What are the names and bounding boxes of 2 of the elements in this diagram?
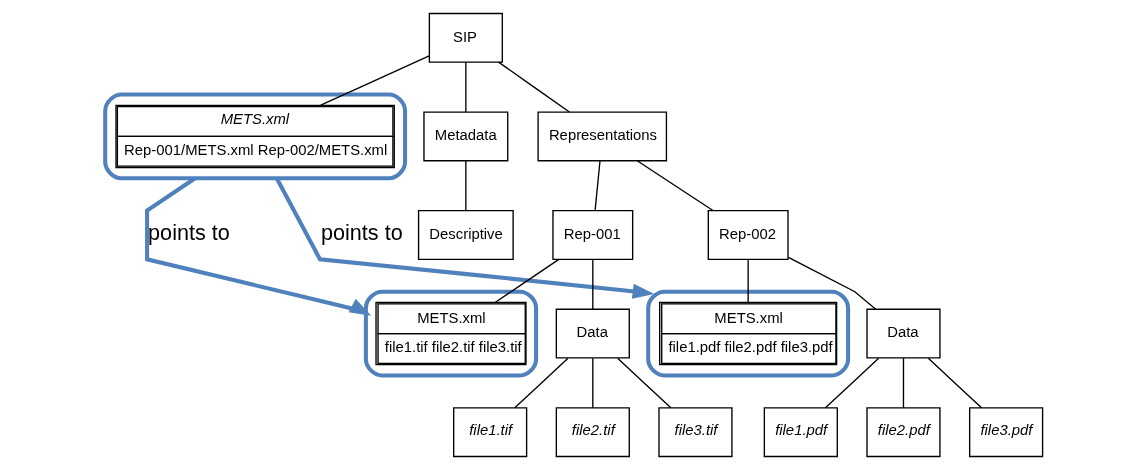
edge-label: points to <box>320 220 403 246</box>
edge-label: points to <box>148 220 230 246</box>
